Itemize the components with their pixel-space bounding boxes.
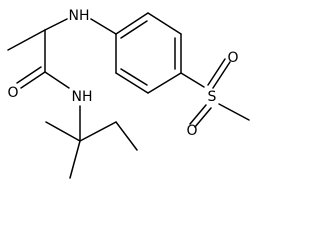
ring-bond-2 (147, 12, 182, 35)
ring-bond-1-inner (120, 20, 148, 39)
bond-quaternary-methyl-b (69, 140, 81, 179)
amide-nh-label: NH (72, 89, 93, 105)
bond-alpha-nh (44, 18, 68, 31)
bond-nh-ring (90, 18, 117, 35)
carbonyl-oxygen-label: O (7, 85, 18, 101)
bond-quaternary-ethyl (79, 121, 117, 142)
ring-bond-5 (115, 72, 149, 94)
ring-bond-1 (115, 12, 149, 35)
bond-sulfur-methyl (218, 103, 250, 121)
bond-carbonyl-amide-n (44, 71, 70, 89)
bond-sulfur-o1-a (207, 58, 226, 86)
bond-carbonyl-oxygen-1 (20, 71, 46, 89)
bond-sulfur-o1-b (212, 61, 231, 89)
amine-nh-label: NH (69, 8, 90, 24)
molecule-structure: NH O NH S O O (7, 8, 250, 179)
bond-ring-sulfur (180, 72, 205, 88)
bond-quaternary-methyl-a (45, 121, 81, 142)
sulfonyl-oxygen-top-label: O (227, 50, 238, 66)
ring-bond-5-inner (120, 68, 148, 86)
bond-carbonyl-oxygen-2 (16, 66, 42, 84)
sulfonyl-oxygen-bottom-label: O (186, 123, 197, 139)
bond-ethyl-terminal (115, 121, 138, 151)
bond-methyl-alpha (7, 29, 46, 51)
bond-sulfur-o2-b (194, 107, 212, 128)
bond-sulfur-o2-a (189, 104, 207, 125)
ring-bond-4 (147, 72, 182, 94)
sulfur-label: S (208, 89, 217, 105)
